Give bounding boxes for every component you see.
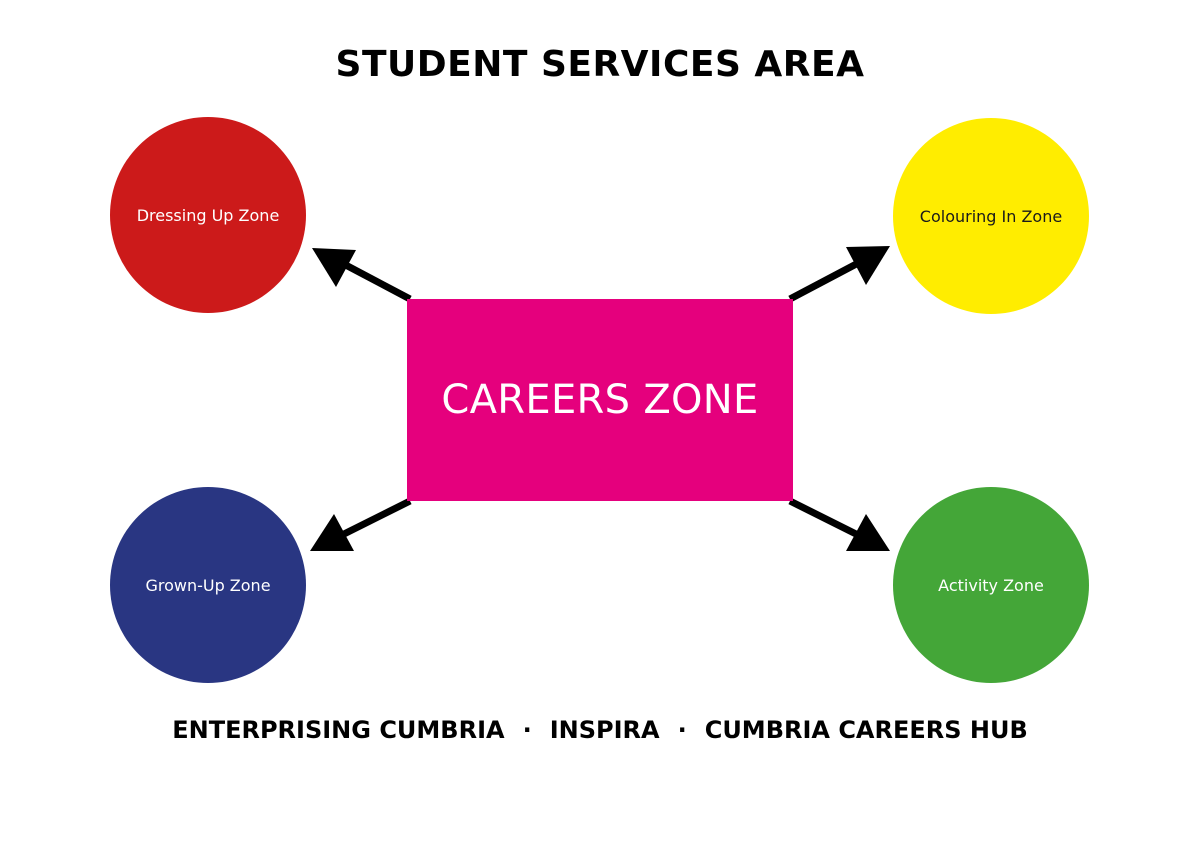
arrow-head <box>846 246 890 285</box>
arrow-shaft <box>788 257 864 303</box>
arrow-shaft <box>338 258 412 303</box>
activity-zone-circle: Activity Zone <box>893 487 1089 683</box>
arrow-to-activity-zone <box>788 497 890 551</box>
careers-zone-box: CAREERS ZONE <box>407 299 793 501</box>
dressing-up-zone-circle: Dressing Up Zone <box>110 117 306 313</box>
careers-zone-label: CAREERS ZONE <box>441 377 759 423</box>
page-title: STUDENT SERVICES AREA <box>335 44 865 85</box>
arrow-head <box>846 514 890 551</box>
activity-zone-label: Activity Zone <box>938 575 1044 595</box>
arrow-shaft <box>788 497 864 541</box>
arrow-to-colouring-in-zone <box>788 246 890 303</box>
dressing-up-zone-label: Dressing Up Zone <box>136 205 280 225</box>
footer-separator: · <box>522 716 532 744</box>
arrow-to-grown-up-zone <box>310 497 412 551</box>
footer-partner-inspira: INSPIRA <box>549 716 660 744</box>
footer-separator: · <box>677 716 687 744</box>
footer-partners: ENTERPRISING CUMBRIA · INSPIRA · CUMBRIA CAR… <box>0 716 1200 744</box>
grown-up-zone-label: Grown-Up Zone <box>145 575 271 595</box>
footer-partner-enterprising-cumbria: ENTERPRISING CUMBRIA <box>172 716 505 744</box>
arrow-head <box>310 514 354 551</box>
colouring-in-zone-circle: Colouring In Zone <box>893 118 1089 314</box>
arrow-to-dressing-up-zone <box>312 248 412 303</box>
arrow-shaft <box>336 497 412 541</box>
arrow-head <box>312 248 356 287</box>
colouring-in-zone-label: Colouring In Zone <box>919 206 1063 226</box>
footer-partner-cumbria-careers-hub: CUMBRIA CAREERS HUB <box>704 716 1028 744</box>
grown-up-zone-circle: Grown-Up Zone <box>110 487 306 683</box>
